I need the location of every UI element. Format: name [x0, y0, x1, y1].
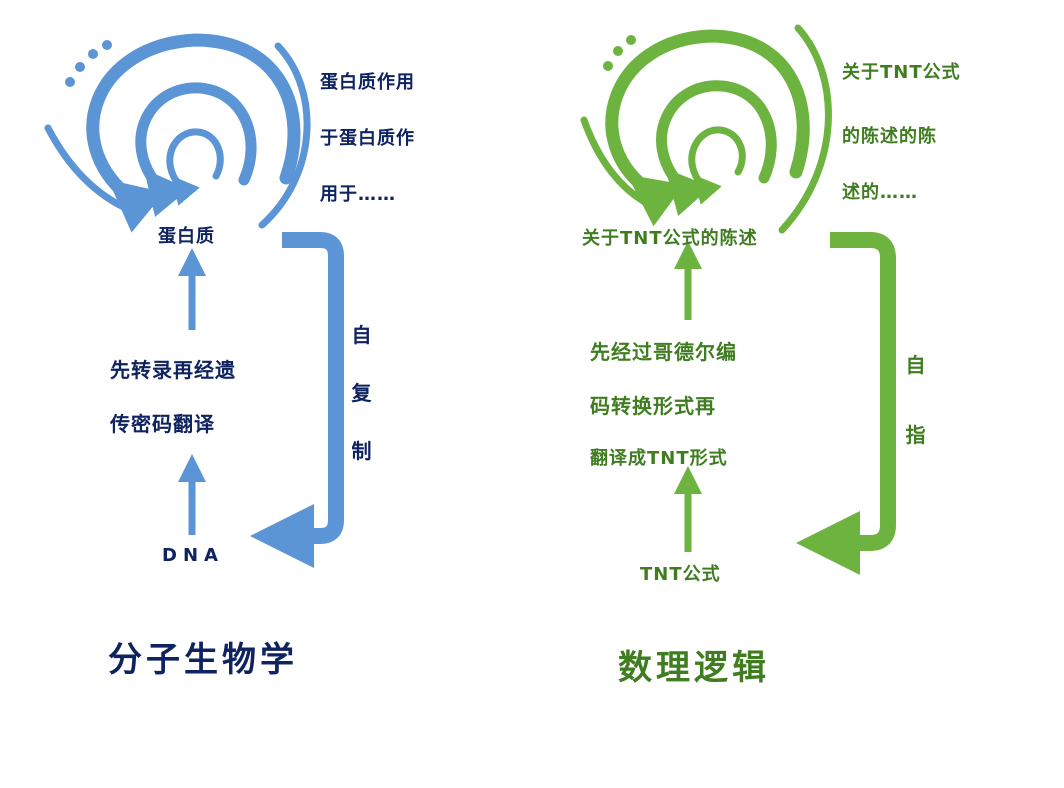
blue-loop-arrow: [250, 232, 344, 568]
right-loop-label: 自 指: [904, 330, 928, 470]
right-process-line-1: 先经过哥德尔编: [590, 340, 737, 364]
left-spiral-text-1: 蛋白质作用: [320, 72, 415, 93]
green-dots: [603, 35, 636, 71]
left-spiral-text-2: 于蛋白质作: [320, 128, 415, 149]
left-node-bottom: DNA: [162, 545, 224, 566]
left-spiral-text-3: 用于……: [320, 184, 396, 205]
left-loop-char-3: 制: [351, 439, 373, 463]
green-loop-arrow: [796, 232, 896, 575]
right-spiral-text-2: 的陈述的陈: [842, 126, 937, 147]
right-process-line-2: 码转换形式再: [590, 394, 716, 418]
right-node-top: 关于TNT公式的陈述: [582, 228, 758, 249]
left-loop-char-1: 自: [351, 323, 373, 347]
right-node-bottom: TNT公式: [640, 564, 721, 585]
left-process-line-2: 传密码翻译: [110, 412, 215, 436]
left-process-line-1: 先转录再经遗: [110, 358, 236, 382]
right-spiral-text-3: 述的……: [842, 182, 918, 203]
right-loop-char-1: 自: [905, 353, 927, 377]
right-loop-char-2: 指: [905, 423, 927, 447]
left-loop-label: 自 复 制: [350, 306, 374, 480]
right-title: 数理逻辑: [618, 648, 770, 688]
blue-spiral: [44, 33, 311, 233]
blue-dots: [65, 40, 112, 87]
right-process-line-3: 翻译成TNT形式: [590, 448, 728, 469]
green-spiral: [580, 24, 832, 234]
left-loop-char-2: 复: [351, 381, 373, 405]
left-node-top: 蛋白质: [158, 226, 215, 247]
left-title: 分子生物学: [108, 640, 298, 680]
right-spiral-text-1: 关于TNT公式: [842, 62, 961, 83]
